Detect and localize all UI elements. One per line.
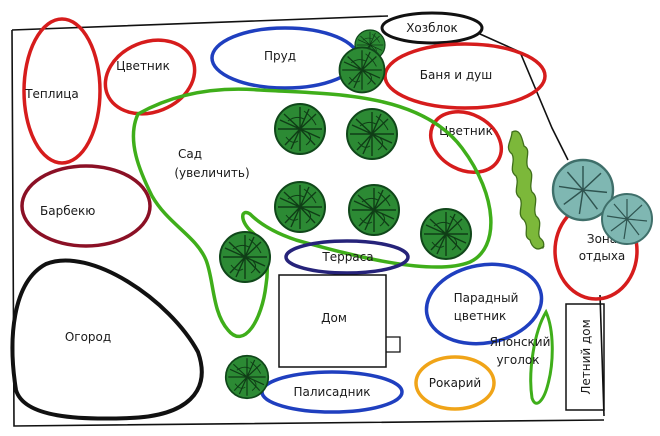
tree-icon [224,354,270,400]
garden-label-2: (увеличить) [174,166,249,180]
greenhouse-label: Теплица [24,87,79,101]
bbq-label: Барбекю [40,204,95,218]
shed-zone [380,11,484,45]
tree-icon [274,181,326,233]
bath-zone [383,42,547,110]
front-garden-label: Палисадник [294,385,371,399]
house-porch [386,336,401,353]
summer-house [565,303,605,411]
pond-label: Пруд [264,49,296,63]
front-flowerbed-label-1: Парадный [454,291,519,305]
rest-label-2: отдыха [579,249,626,263]
rockery-zone [414,355,496,411]
bbq-zone [20,164,152,248]
rockery-label: Рокарий [429,376,481,390]
summer-house-label: Летний дом [579,319,593,394]
tree-icon [348,184,400,236]
garden-zone [131,87,493,339]
tree-icon [420,208,472,260]
japanese-corner-label-2: уголок [496,353,539,367]
tree-icon [338,46,386,94]
terrace-label: Терраса [321,250,373,264]
flowerbed-right-zone [429,110,503,174]
greenhouse-zone [22,17,102,165]
garden-label-1: Сад [178,147,202,161]
japanese-corner-zone [529,308,554,405]
front-flowerbed-zone [424,262,544,346]
terrace-zone [284,239,410,275]
flowerbed-left-zone [103,38,197,116]
house-label: Дом [321,311,347,325]
tree-icon [219,231,271,283]
vegetable-garden-zone [10,258,204,421]
shed-label: Хозблок [406,21,458,35]
vegetable-garden-label: Огород [65,330,111,344]
flowerbed-right-label: Цветник [439,124,493,138]
tree-icon [346,108,398,160]
house [278,274,387,368]
bath-label: Баня и душ [420,68,492,82]
front-flowerbed-label-2: цветник [454,309,507,323]
flowerbed-left-label: Цветник [116,59,170,73]
hedge-icon [507,130,545,250]
japanese-corner-label-1: Японский [490,335,551,349]
tree-icon [274,103,326,155]
tree-icon [601,193,653,245]
